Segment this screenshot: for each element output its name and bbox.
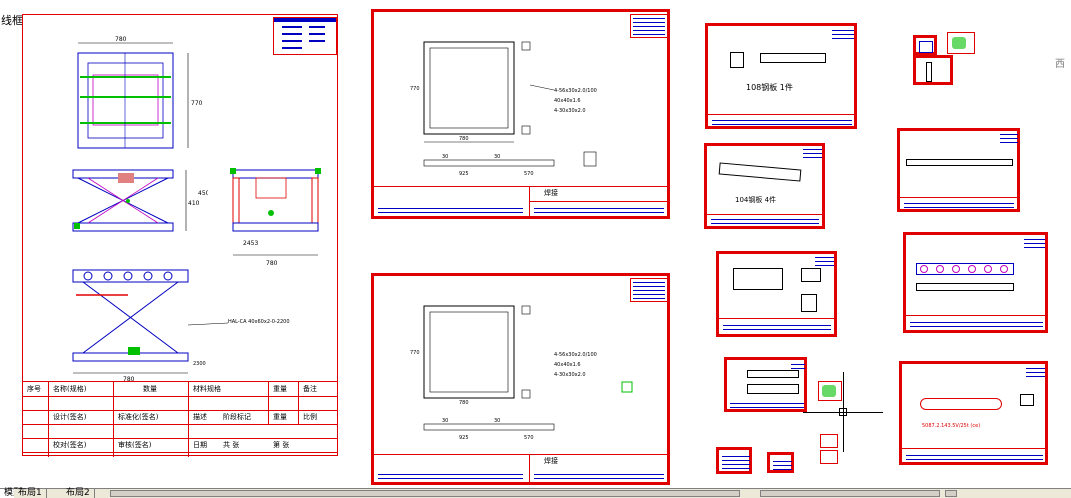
frame-top-dim-h: 770 <box>410 86 420 92</box>
tb-r3c3: 日期 <box>193 441 207 449</box>
tb-r1c4: 材料规格 <box>193 385 221 393</box>
tb-r2c3: 描述 <box>193 413 207 421</box>
frame-top-title-block: 焊接 <box>374 186 667 217</box>
frame-bottom-label: 焊接 <box>544 457 558 465</box>
tb-r3c5: 第 张 <box>273 441 290 449</box>
sheet-frame-bottom[interactable]: 780 770 4-56x30x2.0/100 40x40x1.6 4-30x3… <box>371 273 670 485</box>
sheet-tiny-2[interactable] <box>947 32 975 54</box>
horizontal-scrollbar[interactable] <box>110 490 740 497</box>
frame-top-parts-table <box>630 14 668 38</box>
sheet-part-rail[interactable] <box>897 128 1020 212</box>
dim-bottom-w: 780 <box>123 376 135 383</box>
tb-r1c1: 序号 <box>27 385 41 393</box>
tb-r3c1: 校对(签名) <box>53 441 87 449</box>
tb-r1c3: 数量 <box>143 385 157 393</box>
sheet-tiny-8[interactable] <box>820 450 838 464</box>
frame-top-dim-a: 30 <box>442 154 448 160</box>
side-view-drawing: 410 450 <box>72 169 208 232</box>
sheet-part-slot[interactable]: 5087.2.143.5V/25t (ce) <box>899 361 1048 465</box>
frame-bottom-dim-w: 780 <box>459 400 469 406</box>
frame-bottom-dim-a: 30 <box>442 418 448 424</box>
dim-right-w: 2453 <box>243 240 258 247</box>
parts-list-table <box>273 17 337 55</box>
tb-r3c4: 共 张 <box>223 441 240 449</box>
top-view-drawing: 780 770 <box>77 36 203 149</box>
tb-r2c2: 标准化(签名) <box>118 413 159 421</box>
sheet-part-bracket[interactable] <box>716 251 837 337</box>
dim-top-width: 780 <box>115 36 127 43</box>
frame-top-note3: 4-30x30x2.0 <box>554 108 586 114</box>
frame-bottom-drawing: 780 770 4-56x30x2.0/100 40x40x1.6 4-30x3… <box>410 305 633 441</box>
dim-right-total: 780 <box>266 260 278 267</box>
tab-layout2[interactable]: 布局2 <box>62 489 95 498</box>
sheet-frame-top[interactable]: 780 770 4-56x30x2.0/100 40x40x1.6 4-30x3… <box>371 9 670 219</box>
tb-r1c5: 重量 <box>273 385 287 393</box>
frame-bottom-note3: 4-30x30x2.0 <box>554 372 586 378</box>
lower-side-view-drawing: HAL-CA 40x60x2-0-2200 780 2300 <box>72 269 290 383</box>
dim-top-side: 770 <box>191 100 203 107</box>
frame-bottom-dim-d: 570 <box>524 435 534 441</box>
sheet-tiny-4[interactable] <box>716 447 752 474</box>
tab-layout1[interactable]: 布局1 <box>14 489 47 498</box>
tb-r2c4: 阶段标记 <box>223 413 251 421</box>
frame-top-note1: 4-56x30x2.0/100 <box>554 88 597 94</box>
part-slot-caption: 5087.2.143.5V/25t (ce) <box>922 423 981 429</box>
frame-top-drawing: 780 770 4-56x30x2.0/100 40x40x1.6 4-30x3… <box>410 41 597 177</box>
frame-top-note2: 40x40x1.6 <box>554 98 581 104</box>
sheet-tiny-6[interactable] <box>818 381 842 401</box>
frame-bottom-title-block: 焊接 <box>374 454 667 483</box>
sheet-tiny-5[interactable] <box>767 452 794 473</box>
sheet-part-plate[interactable] <box>724 357 807 412</box>
tb-r2c1: 设计(签名) <box>53 413 87 421</box>
note-bottom: HAL-CA 40x60x2-0-2200 <box>228 319 290 325</box>
frame-bottom-note1: 4-56x30x2.0/100 <box>554 352 597 358</box>
title-block: 序号 名称(规格) 数量 材料规格 重量 备注 设计(签名) 标准化(签名) 描… <box>23 381 337 457</box>
sheet-main-assembly[interactable]: 780 770 410 450 <box>22 14 338 457</box>
frame-top-dim-c: 925 <box>459 171 469 177</box>
sheet-tiny-1[interactable] <box>913 35 937 55</box>
frame-top-dim-w: 780 <box>459 136 469 142</box>
dim-bottom-h: 2300 <box>193 361 206 367</box>
frame-bottom-dim-b: 30 <box>494 418 500 424</box>
frame-bottom-dim-h: 770 <box>410 350 420 356</box>
end-view-drawing: 2453 780 <box>230 168 321 267</box>
frame-top-dim-d: 570 <box>524 171 534 177</box>
dim-mid-h2: 450 <box>198 190 208 197</box>
sheet-tiny-3[interactable] <box>913 55 953 85</box>
part-104-caption: 104钢板 4件 <box>735 196 777 204</box>
frame-top-dim-b: 30 <box>494 154 500 160</box>
part-108-caption: 108钢板 1件 <box>746 83 793 92</box>
dim-mid-h1: 410 <box>188 200 200 207</box>
tb-r1c2: 名称(规格) <box>53 385 87 393</box>
tb-r3c2: 审核(签名) <box>118 441 152 449</box>
frame-bottom-note2: 40x40x1.6 <box>554 362 581 368</box>
sheet-part-108[interactable]: 108钢板 1件 <box>705 23 857 129</box>
frame-top-label: 焊接 <box>544 189 558 197</box>
frame-bottom-parts-table <box>630 278 668 302</box>
tb-r1c6: 备注 <box>303 385 317 393</box>
crosshair-pickbox <box>839 408 847 416</box>
tb-r2c6: 比例 <box>303 413 317 421</box>
drawing-canvas[interactable]: 线框] 西 780 770 <box>0 0 1071 488</box>
horizontal-scrollbar-track[interactable] <box>760 490 940 497</box>
scroll-left-arrow-icon[interactable] <box>945 490 957 497</box>
sheet-tiny-7[interactable] <box>820 434 838 448</box>
viewport-label[interactable]: 线框] <box>0 12 29 28</box>
crosshair-vertical <box>843 372 844 452</box>
frame-bottom-dim-c: 925 <box>459 435 469 441</box>
sheet-part-104[interactable]: 104钢板 4件 <box>704 143 825 229</box>
sheet-part-roller-bar[interactable] <box>903 232 1048 333</box>
tb-r2c5: 重量 <box>273 413 287 421</box>
viewcube-west-label[interactable]: 西 <box>1055 59 1065 70</box>
